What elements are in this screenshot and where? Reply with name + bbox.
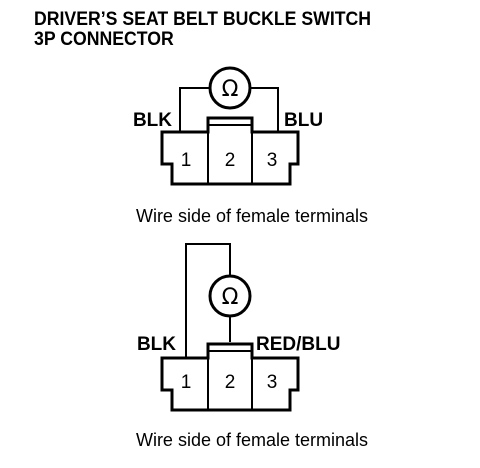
ohm-symbol-1: Ω bbox=[222, 77, 239, 102]
connector-diagram-2: Ω BLK RED/BLU 1 2 3 Wire side of female … bbox=[136, 243, 368, 450]
caption-1: Wire side of female terminals bbox=[136, 206, 368, 226]
title-line-1: DRIVER’S SEAT BELT BUCKLE SWITCH bbox=[34, 9, 372, 30]
caption-2: Wire side of female terminals bbox=[136, 430, 368, 450]
terminal-3-label-2: 3 bbox=[267, 372, 278, 393]
probe-lead-right-1 bbox=[250, 87, 279, 132]
wire-label-right-2: RED/BLU bbox=[256, 334, 340, 355]
terminal-2-label-1: 2 bbox=[225, 150, 236, 171]
title-line-2: 3P CONNECTOR bbox=[34, 29, 174, 50]
wire-label-left-1: BLK bbox=[133, 110, 172, 131]
terminal-1-label-2: 1 bbox=[181, 372, 192, 393]
connector-body-1 bbox=[160, 116, 300, 186]
probe-lead-left-2 bbox=[185, 243, 231, 358]
terminal-2-label-2: 2 bbox=[225, 372, 236, 393]
connector-body-2 bbox=[160, 342, 300, 412]
probe-lead-left-1 bbox=[179, 87, 210, 132]
connector-diagram-1: Ω BLK BLU 1 2 3 Wire side of female term… bbox=[133, 66, 368, 226]
wire-label-left-2: BLK bbox=[137, 334, 176, 355]
terminal-1-label-1: 1 bbox=[181, 150, 192, 171]
diagram-title: DRIVER’S SEAT BELT BUCKLE SWITCH 3P CONN… bbox=[34, 10, 371, 50]
ohm-symbol-2: Ω bbox=[222, 285, 239, 310]
wire-label-right-1: BLU bbox=[284, 110, 323, 131]
terminal-3-label-1: 3 bbox=[267, 150, 278, 171]
